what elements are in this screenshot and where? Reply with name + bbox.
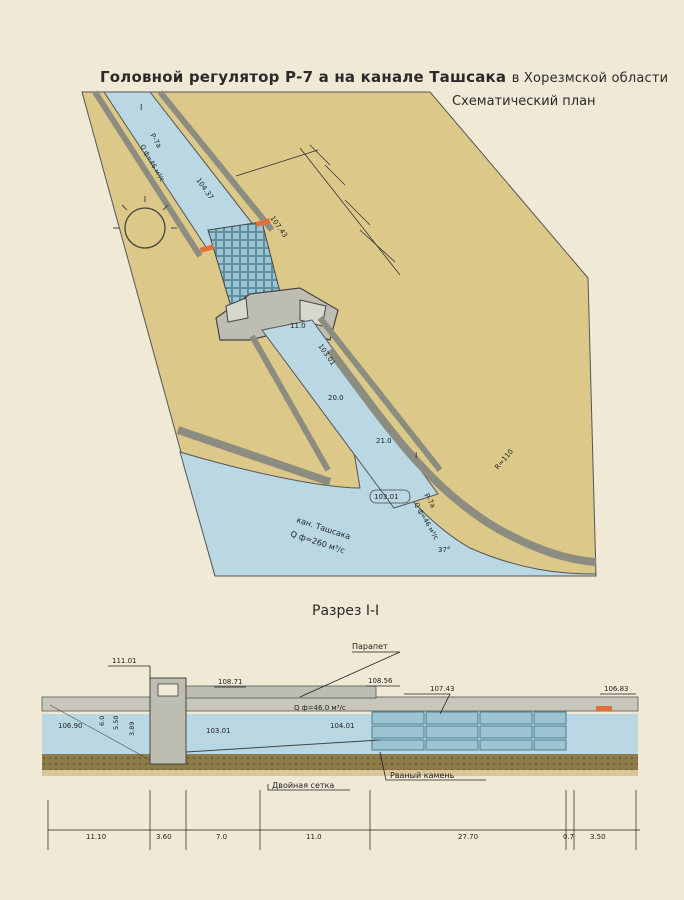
elevation-10856: 108.56	[368, 677, 393, 685]
marker-right	[255, 218, 271, 227]
outlet-marker	[596, 706, 612, 711]
elevation-10743: 107.43	[430, 685, 455, 693]
basin-grid	[371, 711, 567, 751]
dim-3: 7.0	[216, 833, 227, 841]
plan-view: Р-7а Q ф=46 м³/с 104.37 107.43 103.01 11…	[81, 90, 597, 577]
sun-rays-icon	[113, 196, 177, 229]
section-title: Разрез I-I	[312, 603, 380, 619]
parapet-label: Парапет	[352, 642, 388, 651]
floor-slope	[185, 739, 381, 753]
parapet-block	[185, 685, 377, 699]
title-main: Головной регулятор Р-7 а на канале Ташса…	[100, 68, 507, 86]
page-title: Головной регулятор Р-7 а на канале Ташса…	[100, 68, 668, 86]
elevation-10690: 106.90	[58, 722, 83, 730]
title-region: в Хорезмской области	[511, 71, 669, 86]
elevation-canal-frame	[369, 489, 411, 504]
depth-1: 6.0	[98, 716, 106, 726]
elevation-10401: 104.01	[330, 722, 355, 730]
section-mark-bottom: I	[415, 451, 417, 460]
dimension-a: 11.0	[290, 322, 306, 330]
curved-bank	[326, 347, 597, 566]
section-mark-top: I	[140, 103, 142, 112]
elevation-10301: 103.01	[206, 727, 231, 735]
dim-1: 11.10	[86, 833, 106, 841]
wing-wall-left	[225, 297, 249, 323]
page-subtitle: Схематический план	[452, 94, 596, 109]
elevation-10871: 108.71	[218, 678, 243, 686]
riprap-label: Рваный камень	[390, 771, 455, 780]
elevation-10683: 106.83	[604, 685, 629, 693]
embankment-right	[157, 90, 275, 232]
dimension-lines	[235, 144, 401, 276]
lower-embankment-left	[249, 334, 331, 472]
dim-2: 3.60	[156, 833, 172, 841]
depth-3: 3.89	[128, 722, 136, 736]
depth-2: 5.50	[112, 716, 120, 730]
dim-6: 0.7	[563, 833, 574, 841]
dim-4: 11.0	[306, 833, 322, 841]
elevation-canal: 103.01	[374, 493, 399, 501]
embankment-left	[92, 90, 203, 258]
elevation-11101: 111.01	[112, 657, 137, 665]
dim-7: 3.50	[590, 833, 606, 841]
section-view: Парапет 111.01 108.71 108.56 107.43 106.…	[41, 642, 640, 850]
lower-channel	[261, 319, 439, 509]
marker-left	[199, 244, 215, 253]
dim-5: 27.70	[458, 833, 478, 841]
ground-base	[42, 770, 638, 776]
section-flow: Q ф=46.0 м³/с	[294, 704, 346, 712]
dimension-chain	[47, 790, 640, 850]
leader-lines	[108, 651, 636, 791]
double-mesh-label: Двойная сетка	[272, 781, 334, 790]
dimension-c: 21.0	[376, 437, 392, 445]
hatch-line	[49, 704, 151, 761]
gate-opening	[157, 683, 179, 697]
dimension-b: 20.0	[328, 394, 344, 402]
canal-bank	[176, 426, 332, 486]
sun-symbol-icon	[124, 207, 166, 249]
lower-embankment-right	[317, 316, 443, 472]
angle-label: 37°	[438, 546, 450, 554]
